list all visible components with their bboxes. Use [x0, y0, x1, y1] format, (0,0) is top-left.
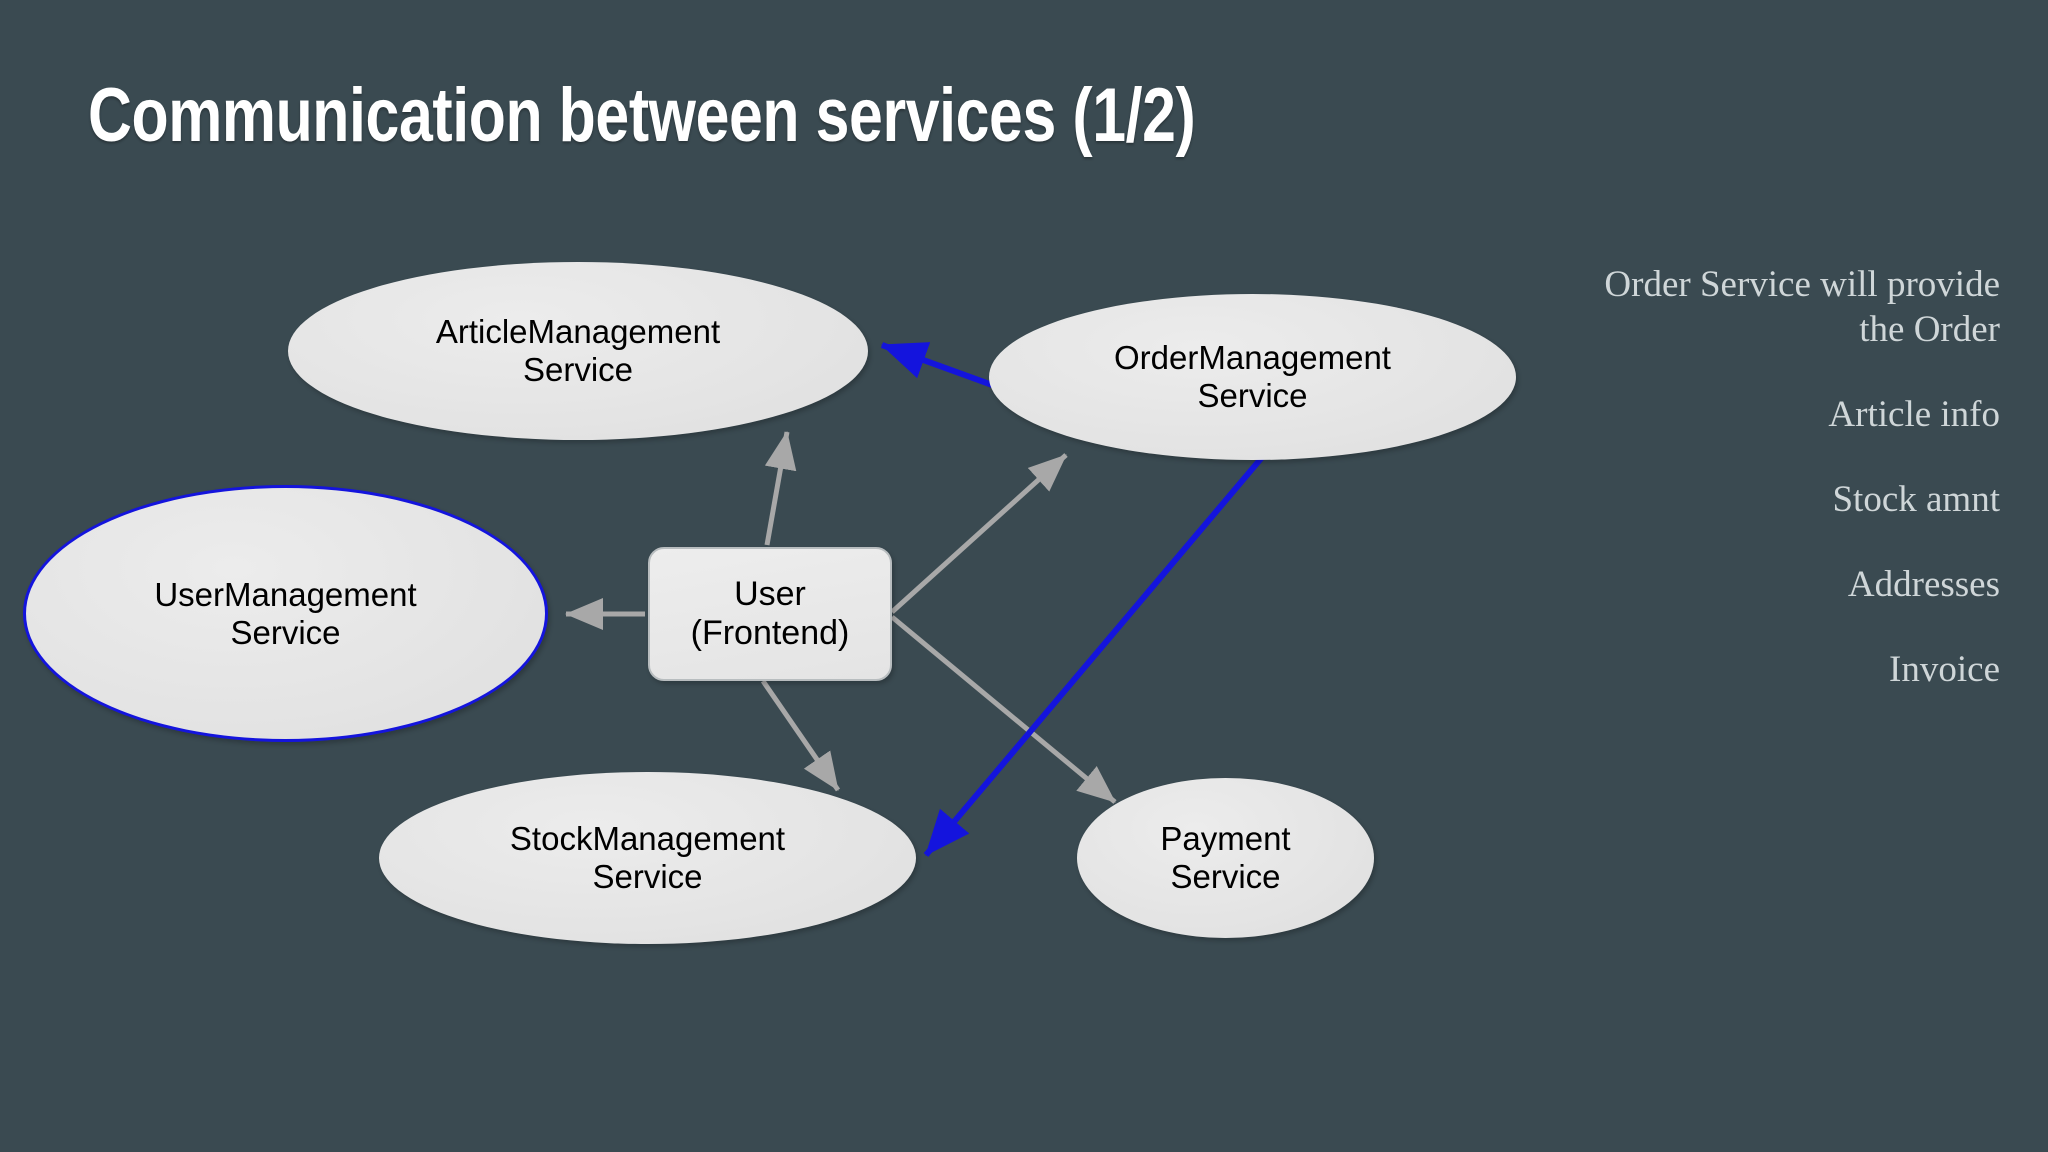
node-label-line2: (Frontend) — [690, 614, 850, 652]
diagram-edges — [565, 342, 1267, 857]
node-stockmanagement-service[interactable]: StockManagement Service — [379, 772, 916, 944]
node-user-frontend[interactable]: User (Frontend) — [648, 547, 892, 681]
node-label-line1: StockManagement — [509, 820, 786, 858]
node-label-line2: Service — [1170, 858, 1281, 895]
node-label: User (Frontend) — [679, 575, 862, 653]
node-label: OrderManagement Service — [1102, 339, 1403, 414]
note-item-stock-amnt: Stock amnt — [1832, 479, 2000, 521]
page-title: Communication between services (1/2) — [88, 73, 1196, 158]
node-payment-service[interactable]: Payment Service — [1077, 778, 1374, 938]
node-label-line1: Payment — [1160, 820, 1291, 858]
edge-frontend-to-payment — [890, 615, 1117, 804]
node-ordermanagement-service[interactable]: OrderManagement Service — [989, 294, 1516, 460]
node-label: ArticleManagement Service — [424, 313, 732, 388]
node-label: UserManagement Service — [142, 576, 428, 651]
node-label-line2: Service — [592, 858, 703, 895]
note-item-addresses: Addresses — [1847, 564, 2000, 606]
node-label: StockManagement Service — [498, 820, 797, 895]
node-label-line2: Service — [522, 351, 634, 388]
edge-frontend-to-ordermanagement — [890, 453, 1068, 614]
edge-frontend-to-articlemanagement — [764, 431, 797, 546]
node-label: Payment Service — [1148, 820, 1302, 895]
node-label-line2: Service — [1197, 377, 1308, 414]
notes-panel: Order Service will provide the Order Art… — [1580, 262, 2000, 688]
service-communication-diagram: ArticleManagement Service OrderManagemen… — [23, 262, 1516, 944]
node-articlemanagement-service[interactable]: ArticleManagement Service — [288, 262, 868, 440]
note-item-article-info: Article info — [1828, 394, 2000, 436]
node-usermanagement-service[interactable]: UserManagement Service — [23, 485, 548, 742]
edge-frontend-to-stockmanagement — [760, 679, 841, 792]
node-label-line2: Service — [230, 613, 341, 651]
node-label-line1: OrderManagement — [1114, 339, 1391, 377]
notes-heading: Order Service will provide the Order — [1604, 264, 2000, 351]
node-label-line1: User — [734, 575, 806, 614]
edge-ordermanagement-to-stockmanagement — [923, 453, 1267, 857]
edge-ordermanagement-to-articlemanagement — [880, 342, 997, 389]
node-label-line1: UserManagement — [154, 575, 417, 613]
node-label-line1: ArticleManagement — [435, 313, 721, 351]
note-item-invoice: Invoice — [1889, 649, 2000, 691]
